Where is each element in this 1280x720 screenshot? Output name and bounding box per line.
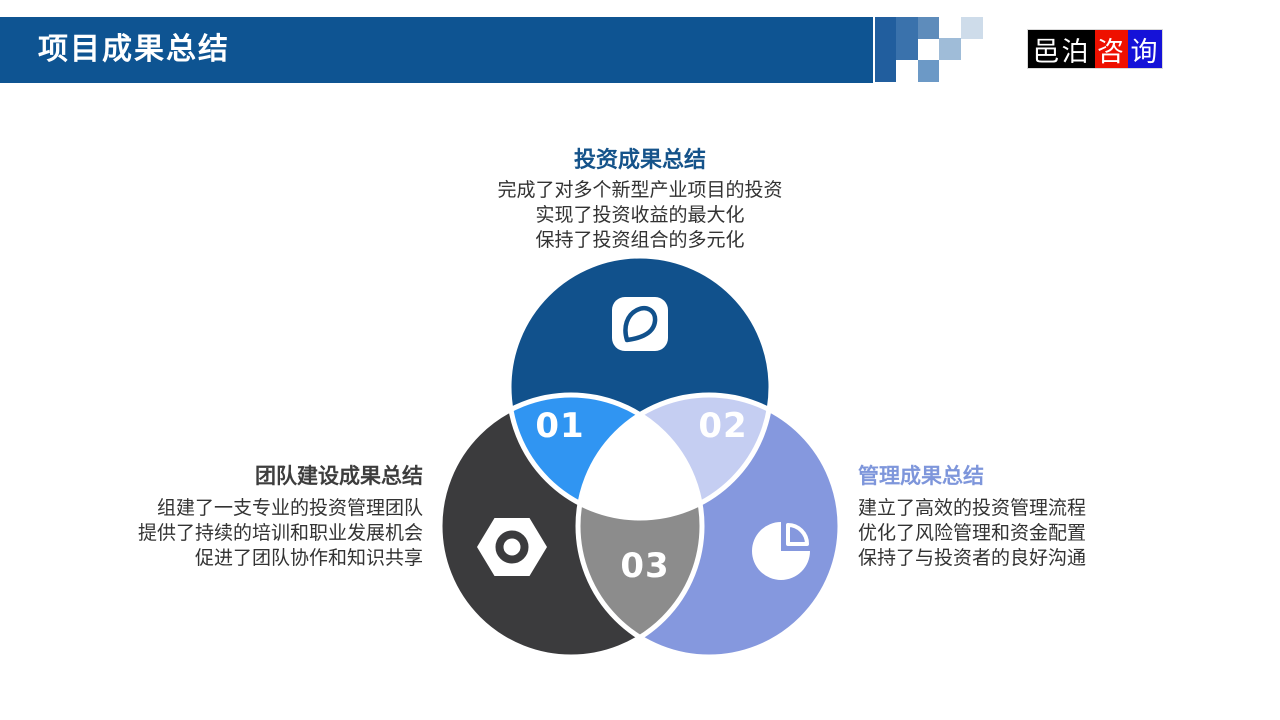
mosaic-square	[875, 17, 896, 82]
pen-icon	[612, 297, 668, 351]
venn-diagram: 01 02 03	[437, 253, 843, 660]
overlap-02-label: 02	[698, 406, 747, 446]
team-summary-line: 促进了团队协作和知识共享	[194, 547, 423, 569]
management-summary-title: 管理成果总结	[858, 464, 984, 488]
overlap-01-label: 01	[535, 406, 584, 446]
management-summary-line: 优化了风险管理和资金配置	[858, 522, 1087, 544]
mosaic-square	[918, 17, 939, 39]
logo-segment-3: 询	[1128, 30, 1162, 68]
logo-segment-2: 咨	[1095, 30, 1128, 68]
management-circle-outline	[575, 392, 843, 660]
logo-segment-1: 邑泊	[1028, 30, 1095, 68]
team-summary-line: 提供了持续的培训和职业发展机会	[137, 522, 423, 544]
investment-circle-outline	[506, 253, 774, 521]
team-summary-block: 团队建设成果总结 组建了一支专业的投资管理团队 提供了持续的培训和职业发展机会 …	[100, 460, 423, 571]
investment-summary-line: 完成了对多个新型产业项目的投资	[497, 179, 783, 201]
mosaic-square	[896, 17, 918, 60]
management-summary-line: 建立了高效的投资管理流程	[858, 497, 1087, 519]
header-bar: 项目成果总结	[0, 17, 873, 83]
overlap-03-label: 03	[620, 546, 669, 586]
team-summary-line: 组建了一支专业的投资管理团队	[156, 497, 423, 519]
overlap-invest-team	[509, 395, 702, 518]
mosaic-square	[961, 17, 983, 39]
company-logo: 邑泊 咨 询	[1027, 29, 1163, 69]
team-summary-title: 团队建设成果总结	[255, 464, 423, 488]
mosaic-square	[939, 38, 961, 60]
management-summary-block: 管理成果总结 建立了高效的投资管理流程 优化了风险管理和资金配置 保持了与投资者…	[858, 460, 1128, 571]
overlap-invest-mgmt	[578, 395, 771, 518]
mosaic-square	[918, 60, 939, 82]
investment-summary-block: 投资成果总结 完成了对多个新型产业项目的投资 实现了投资收益的最大化 保持了投资…	[400, 142, 880, 253]
page-title: 项目成果总结	[38, 32, 230, 67]
pie-chart-icon	[752, 522, 810, 580]
team-circle-outline	[437, 392, 705, 660]
investment-summary-title: 投资成果总结	[573, 148, 706, 173]
nut-icon	[477, 518, 547, 576]
management-summary-line: 保持了与投资者的良好沟通	[858, 547, 1087, 569]
investment-summary-line: 实现了投资收益的最大化	[535, 204, 745, 226]
investment-summary-line: 保持了投资组合的多元化	[535, 229, 745, 251]
